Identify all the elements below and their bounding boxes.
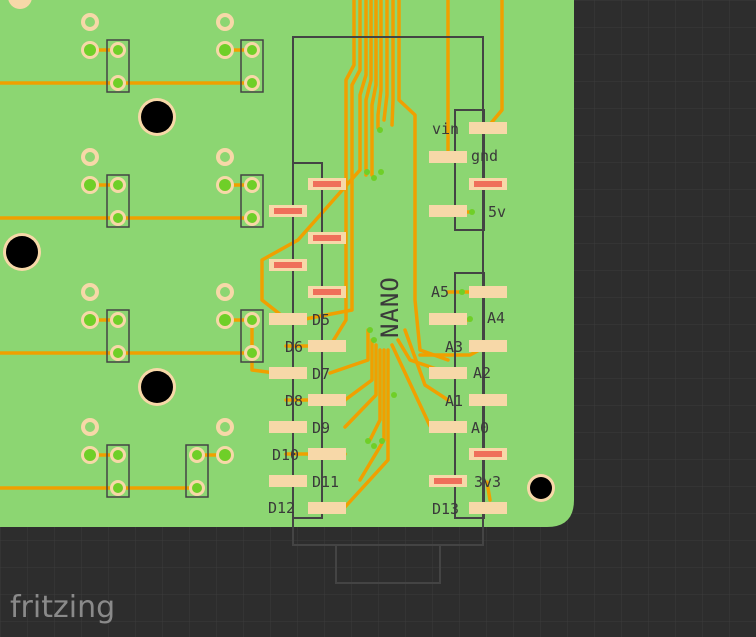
module-pad[interactable] [308,448,346,460]
mounting-holes [3,0,555,502]
module-pad[interactable] [269,367,307,379]
module-pad[interactable] [469,286,507,298]
module-pad[interactable] [469,448,507,460]
module-pad[interactable] [269,421,307,433]
pin-label: D13 [432,500,459,518]
module-pad[interactable] [269,313,307,325]
pin-label: A5 [431,283,449,301]
module-pad[interactable] [308,340,346,352]
module-pad[interactable] [469,502,507,514]
module-pad[interactable] [469,122,507,134]
module-pad[interactable] [308,178,346,190]
via [379,438,385,444]
via [367,327,373,333]
pin-label: gnd [471,147,498,165]
pin-label: 3v3 [474,473,501,491]
pin-label: D8 [285,392,303,410]
fritzing-watermark: fritzing [10,590,115,625]
module-pad[interactable] [308,286,346,298]
module-pad[interactable] [269,475,307,487]
module-name-label: NANO [376,276,404,338]
module-pad[interactable] [429,151,467,163]
via [364,169,370,175]
switch-footprint[interactable] [81,148,130,228]
via [469,209,475,215]
switch-footprint[interactable] [216,283,264,363]
via [378,169,384,175]
pin-label: D6 [285,338,303,356]
module-pad[interactable] [429,421,467,433]
switch-footprint[interactable] [81,283,130,363]
pin-label: vin [432,120,459,138]
switch-footprint[interactable] [216,13,264,93]
via [391,392,397,398]
module-pad[interactable] [429,205,467,217]
module-pad[interactable] [429,475,467,487]
via [459,289,465,295]
pin-label: D10 [272,446,299,464]
module-pad[interactable] [469,394,507,406]
switch-footprint[interactable] [81,418,130,498]
pin-label: D9 [312,419,330,437]
module-pad[interactable] [308,394,346,406]
switch-footprint[interactable] [216,148,264,228]
module-pad[interactable] [429,367,467,379]
pin-label: A4 [487,309,505,327]
switch-footprints[interactable] [81,13,264,498]
via [365,438,371,444]
via [371,443,377,449]
module-pads[interactable] [269,122,507,514]
pin-label: A2 [473,364,491,382]
module-pad[interactable] [269,259,307,271]
pin-label: D5 [312,311,330,329]
via [371,175,377,181]
module-pad[interactable] [469,178,507,190]
module-pad[interactable] [308,502,346,514]
via [467,316,473,322]
pin-label: D12 [268,499,295,517]
pin-label: A3 [445,338,463,356]
module-pad[interactable] [269,205,307,217]
pin-label: D7 [312,365,330,383]
via [377,127,383,133]
pin-label: A0 [471,419,489,437]
vias [364,127,475,449]
module-pad[interactable] [308,232,346,244]
pin-label: D11 [312,473,339,491]
switch-footprint[interactable] [81,13,130,93]
switch-footprint[interactable] [185,418,234,498]
pin-label: A1 [445,392,463,410]
via [371,337,377,343]
module-pad[interactable] [469,340,507,352]
module-pad[interactable] [429,313,467,325]
pin-label: 5v [488,203,506,221]
